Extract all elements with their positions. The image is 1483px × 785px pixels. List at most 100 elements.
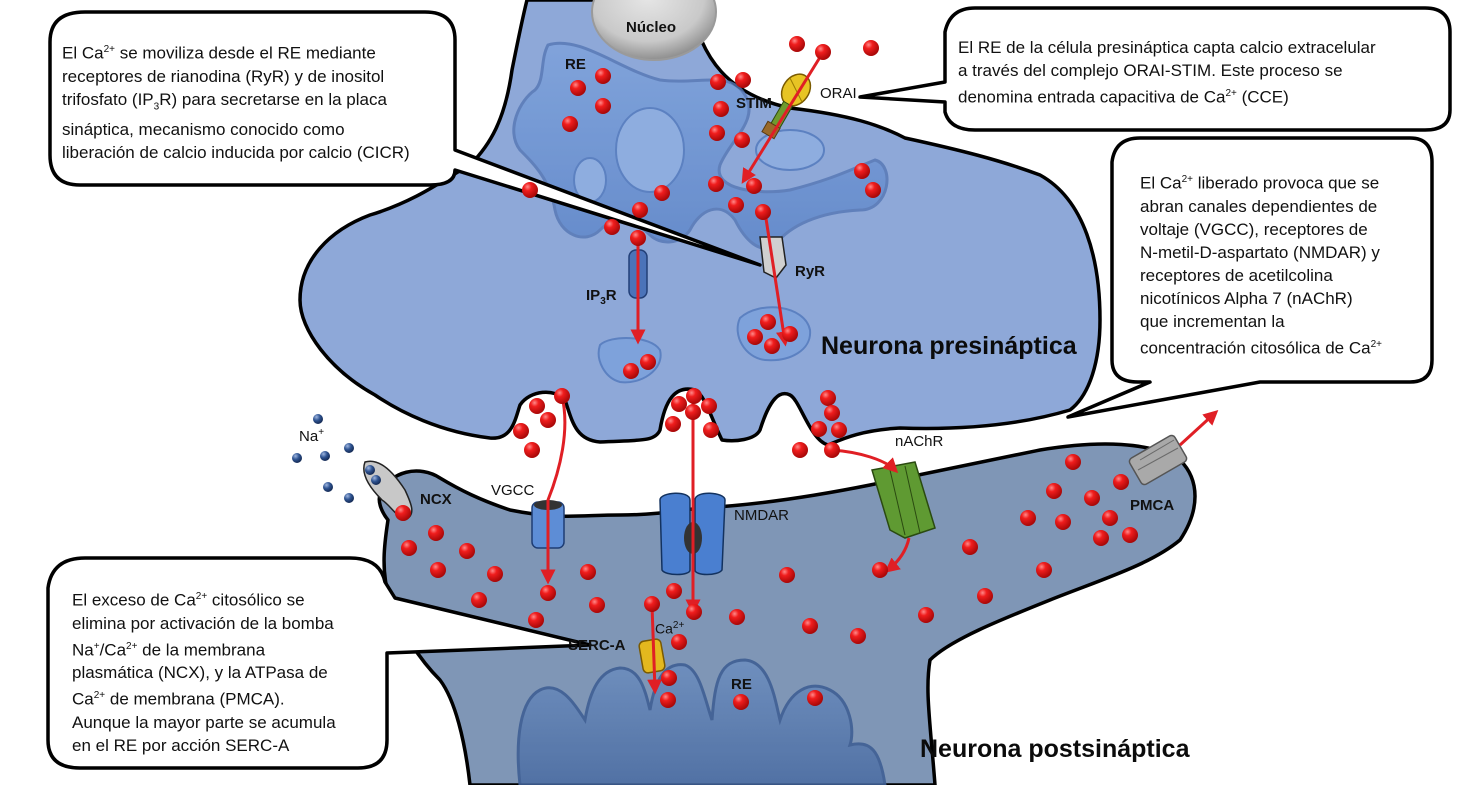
calcium-ion — [595, 98, 611, 114]
text-span: Ca — [72, 689, 94, 709]
superscript: 2+ — [1370, 338, 1382, 350]
calcium-ion — [644, 596, 660, 612]
calcium-ion — [562, 116, 578, 132]
callout-cce-bubble — [858, 6, 1452, 132]
callout-line: trifosfato (IP3R) para secretarse en la … — [62, 88, 410, 118]
calcium-ion — [863, 40, 879, 56]
calcium-ion — [918, 607, 934, 623]
callout-line: liberación de calcio inducida por calcio… — [62, 143, 410, 163]
callout-line: elimina por activación de la bomba — [72, 613, 334, 633]
calcium-ion — [529, 398, 545, 414]
callout-line: abran canales dependientes de — [1140, 196, 1378, 216]
calcium-ion — [632, 202, 648, 218]
calcium-ion — [729, 609, 745, 625]
text-span: trifosfato (IP — [62, 89, 154, 109]
sodium-ions — [292, 414, 381, 503]
calcium-ion — [528, 612, 544, 628]
text-span: concentración citosólica de Ca — [1140, 338, 1371, 358]
calcium-ion — [779, 567, 795, 583]
calcium-ion — [824, 442, 840, 458]
calcium-ion — [1020, 510, 1036, 526]
callout-receptors-text: El Ca2+ liberado provoca que se abran ca… — [1140, 168, 1382, 359]
postsynaptic-title: Neurona postsináptica — [920, 735, 1190, 763]
calcium-ion — [661, 670, 677, 686]
calcium-ion — [764, 338, 780, 354]
calcium-ion — [522, 182, 538, 198]
serca-label: SERC-A — [568, 637, 626, 654]
ncx-label: NCX — [420, 491, 452, 508]
text-span: liberado provoca que se — [1192, 173, 1380, 193]
calcium-ion — [747, 329, 763, 345]
calcium-ion — [666, 583, 682, 599]
ip3r-label: IP3R — [586, 287, 617, 307]
sodium-label-main: Na — [299, 428, 319, 445]
calcium-ion — [811, 421, 827, 437]
text-span: citosólico se — [207, 590, 305, 610]
calcium-ion — [395, 505, 411, 521]
pmca-label: PMCA — [1130, 497, 1175, 514]
sodium-ion — [344, 493, 354, 503]
callout-line: receptores de rianodina (RyR) y de inosi… — [62, 66, 385, 86]
sodium-ion — [292, 453, 302, 463]
calcium-ion — [755, 204, 771, 220]
arrow-ryr-release — [763, 211, 791, 347]
callout-removal-bubble — [46, 556, 592, 770]
calcium-ion — [671, 396, 687, 412]
calcium-ion — [665, 416, 681, 432]
calcium-ion — [686, 604, 702, 620]
callout-line: denomina entrada capacitiva de Ca2+ (CCE… — [958, 82, 1376, 109]
calcium-ion — [685, 404, 701, 420]
sodium-ion — [320, 451, 330, 461]
sodium-ion — [313, 414, 323, 424]
calcium-ion — [554, 388, 570, 404]
calcium-ion — [713, 101, 729, 117]
text-span: El exceso de Ca — [72, 590, 196, 610]
postsynaptic-er — [516, 658, 887, 785]
calcium-ion — [854, 163, 870, 179]
calcium-ion — [428, 525, 444, 541]
calcium-ion — [540, 585, 556, 601]
callout-line: que incrementan la — [1140, 311, 1285, 331]
calcium-ion — [513, 423, 529, 439]
sodium-ion — [323, 482, 333, 492]
text-span: denomina entrada capacitiva de Ca — [958, 87, 1226, 107]
calcium-ion — [789, 36, 805, 52]
text-span: (CCE) — [1236, 87, 1289, 107]
calcium-ion — [570, 80, 586, 96]
callout-line: voltaje (VGCC), receptores de — [1140, 219, 1368, 239]
arrow-pmca-efflux — [1178, 409, 1219, 447]
callout-cce-text: El RE de la célula presináptica capta ca… — [958, 36, 1376, 109]
calcium-ion — [701, 398, 717, 414]
calcium-ion — [604, 219, 620, 235]
calcium-ion — [792, 442, 808, 458]
callout-removal-text: El exceso de Ca2+ citosólico se elimina … — [72, 585, 336, 757]
calcium-ion — [660, 692, 676, 708]
calcium-ion — [623, 363, 639, 379]
calcium-ion — [708, 176, 724, 192]
calcium-ion — [1055, 514, 1071, 530]
superscript: 2+ — [195, 591, 208, 602]
superscript: 2+ — [126, 640, 138, 652]
calcium-ion — [595, 68, 611, 84]
er-label-postsynaptic: RE — [731, 676, 752, 693]
vesicle-ryr — [736, 306, 812, 362]
text-span: /Ca — [99, 640, 127, 660]
calcium-ion — [709, 125, 725, 141]
calcium-ion — [735, 72, 751, 88]
text-span: de membrana (PMCA). — [105, 689, 285, 709]
callout-line: plasmática (NCX), y la ATPasa de — [72, 663, 328, 683]
callout-line: receptores de acetilcolina — [1140, 265, 1333, 285]
arrow-nachr-out — [884, 537, 911, 573]
sodium-label-sup: + — [318, 427, 325, 438]
callout-line: El Ca2+ liberado provoca que se — [1140, 168, 1382, 195]
calcium-ion — [815, 44, 831, 60]
nachr-label: nAChR — [895, 433, 944, 450]
calcium-ion — [540, 412, 556, 428]
subscript: 3 — [153, 101, 160, 113]
calcium-ion — [1093, 530, 1109, 546]
text-span: El Ca — [1140, 173, 1182, 193]
callout-line: Ca2+ de membrana (PMCA). — [72, 684, 336, 711]
superscript: 2+ — [103, 44, 115, 55]
calcium-ion — [760, 314, 776, 330]
calcium-ion — [782, 326, 798, 342]
